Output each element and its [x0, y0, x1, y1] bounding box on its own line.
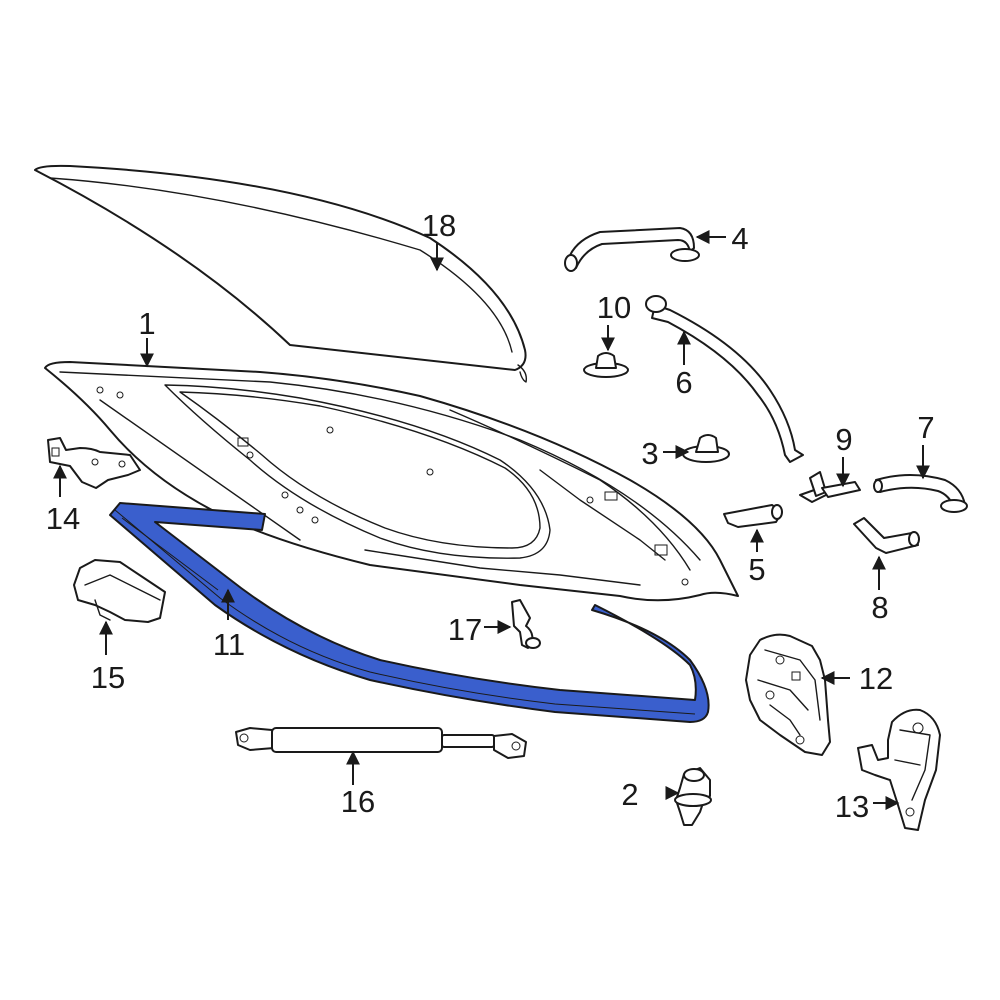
callout-12: 12 [859, 661, 893, 696]
callout-labels: 1 2 3 4 5 6 7 8 9 10 11 12 13 14 15 16 1… [46, 208, 935, 824]
trunk-lid-part-1[interactable] [44, 361, 739, 602]
hose-part-6[interactable] [645, 295, 804, 463]
callout-4: 4 [731, 221, 748, 256]
tee-connector-part-9[interactable] [799, 471, 861, 503]
callout-16: 16 [341, 784, 375, 819]
callout-18: 18 [422, 208, 456, 243]
hose-part-8[interactable] [853, 517, 920, 554]
hose-part-5[interactable] [723, 504, 783, 528]
callout-3: 3 [641, 436, 658, 471]
latch-assembly-part-12[interactable] [745, 633, 831, 756]
gas-strut-part-16[interactable] [235, 727, 527, 759]
callout-11: 11 [213, 627, 245, 662]
weatherstrip-part-11[interactable] [109, 502, 710, 723]
callout-1: 1 [138, 306, 155, 341]
outer-panel-part-18[interactable] [34, 164, 528, 383]
pin-part-2[interactable] [674, 767, 712, 826]
latch-cover-part-15[interactable] [73, 559, 166, 623]
bumper-part-10[interactable] [583, 352, 629, 378]
callout-14: 14 [46, 501, 80, 536]
bumper-part-3[interactable] [682, 434, 730, 463]
callout-5: 5 [748, 552, 765, 587]
hinge-bracket-part-14[interactable] [47, 437, 141, 489]
pin-part-17[interactable] [511, 599, 541, 649]
leader-lines [53, 230, 930, 810]
callout-9: 9 [835, 422, 852, 457]
callout-7: 7 [917, 410, 934, 445]
callout-13: 13 [835, 789, 869, 824]
callout-17: 17 [448, 612, 482, 647]
hose-part-7[interactable] [873, 474, 968, 513]
callout-6: 6 [675, 365, 692, 400]
hose-part-4[interactable] [564, 227, 700, 272]
callout-8: 8 [871, 590, 888, 625]
callout-10: 10 [597, 290, 631, 325]
striker-part-13[interactable] [857, 708, 941, 831]
callout-2: 2 [621, 777, 638, 812]
callout-15: 15 [91, 660, 125, 695]
